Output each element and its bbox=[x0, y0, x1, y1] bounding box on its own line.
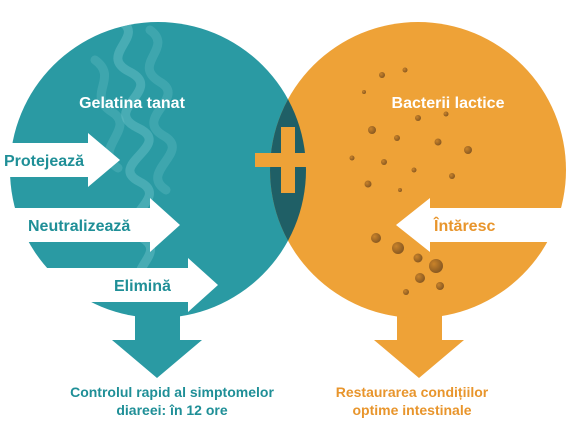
left-circle-title: Gelatina tanat bbox=[79, 95, 185, 112]
arrow-intaresc-label: Întăresc bbox=[433, 216, 495, 235]
left-outcome-line2: diareei: în 12 ore bbox=[116, 402, 227, 418]
arrow-neutralizeaza-label: Neutralizează bbox=[28, 218, 130, 235]
right-circle-title: Bacterii lactice bbox=[392, 95, 505, 112]
arrow-elimina-label: Elimină bbox=[114, 278, 171, 295]
arrow-protejeaza: Protejează bbox=[0, 133, 120, 187]
right-outcome-line2: optime intestinale bbox=[352, 402, 471, 418]
right-outcome-line1: Restaurarea condițiilor bbox=[336, 384, 489, 400]
left-circle bbox=[10, 22, 306, 318]
bacteria-bubbles bbox=[349, 67, 472, 295]
arrow-elimina: Elimină bbox=[0, 258, 218, 312]
right-down-arrow bbox=[374, 300, 464, 378]
right-circle bbox=[270, 22, 566, 318]
left-outcome-line1: Controlul rapid al simptomelor bbox=[70, 384, 274, 400]
arrow-protejeaza-label: Protejează bbox=[4, 153, 84, 170]
intestine-texture bbox=[90, 22, 177, 295]
plus-sign-icon bbox=[255, 127, 321, 193]
arrow-intaresc: Întăresc bbox=[396, 198, 578, 252]
left-down-arrow bbox=[112, 300, 202, 378]
arrow-neutralizeaza: Neutralizează bbox=[0, 198, 180, 252]
